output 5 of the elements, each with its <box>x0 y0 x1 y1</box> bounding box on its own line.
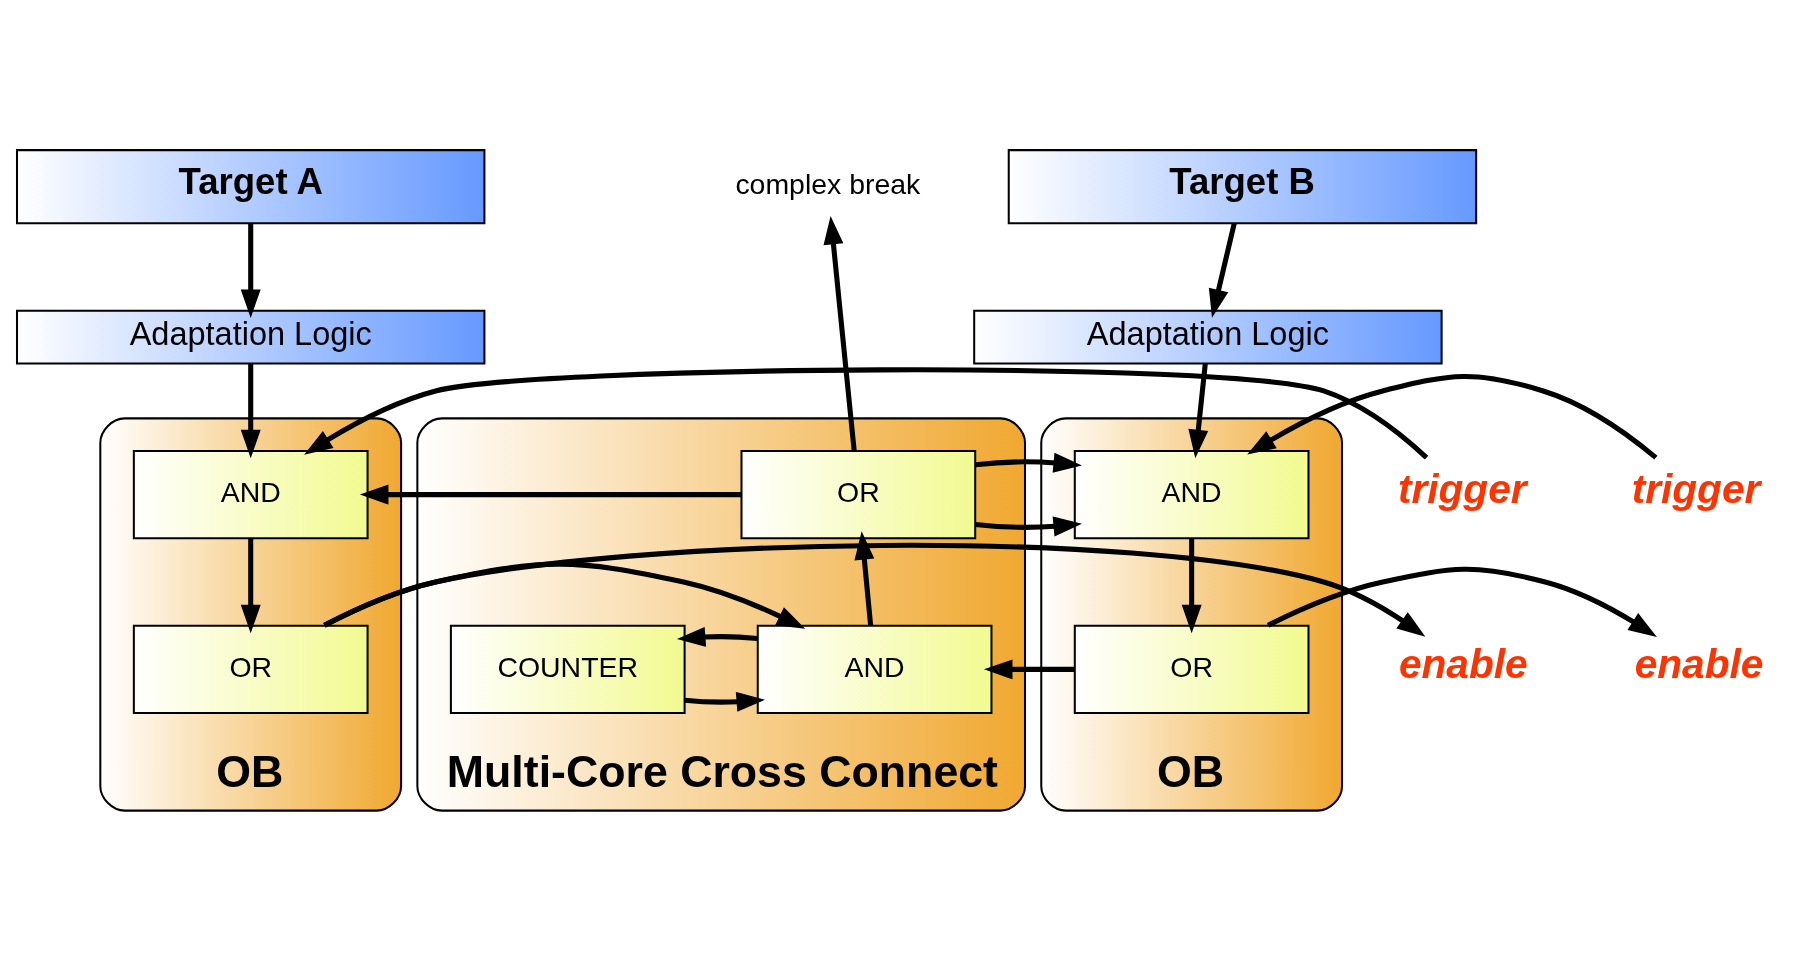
node-text: enable <box>1634 640 1764 686</box>
node-text: trigger <box>1631 465 1761 512</box>
node-text: complex break <box>735 167 921 200</box>
node-text: enable <box>1398 640 1528 686</box>
node-text: trigger <box>1397 465 1527 512</box>
